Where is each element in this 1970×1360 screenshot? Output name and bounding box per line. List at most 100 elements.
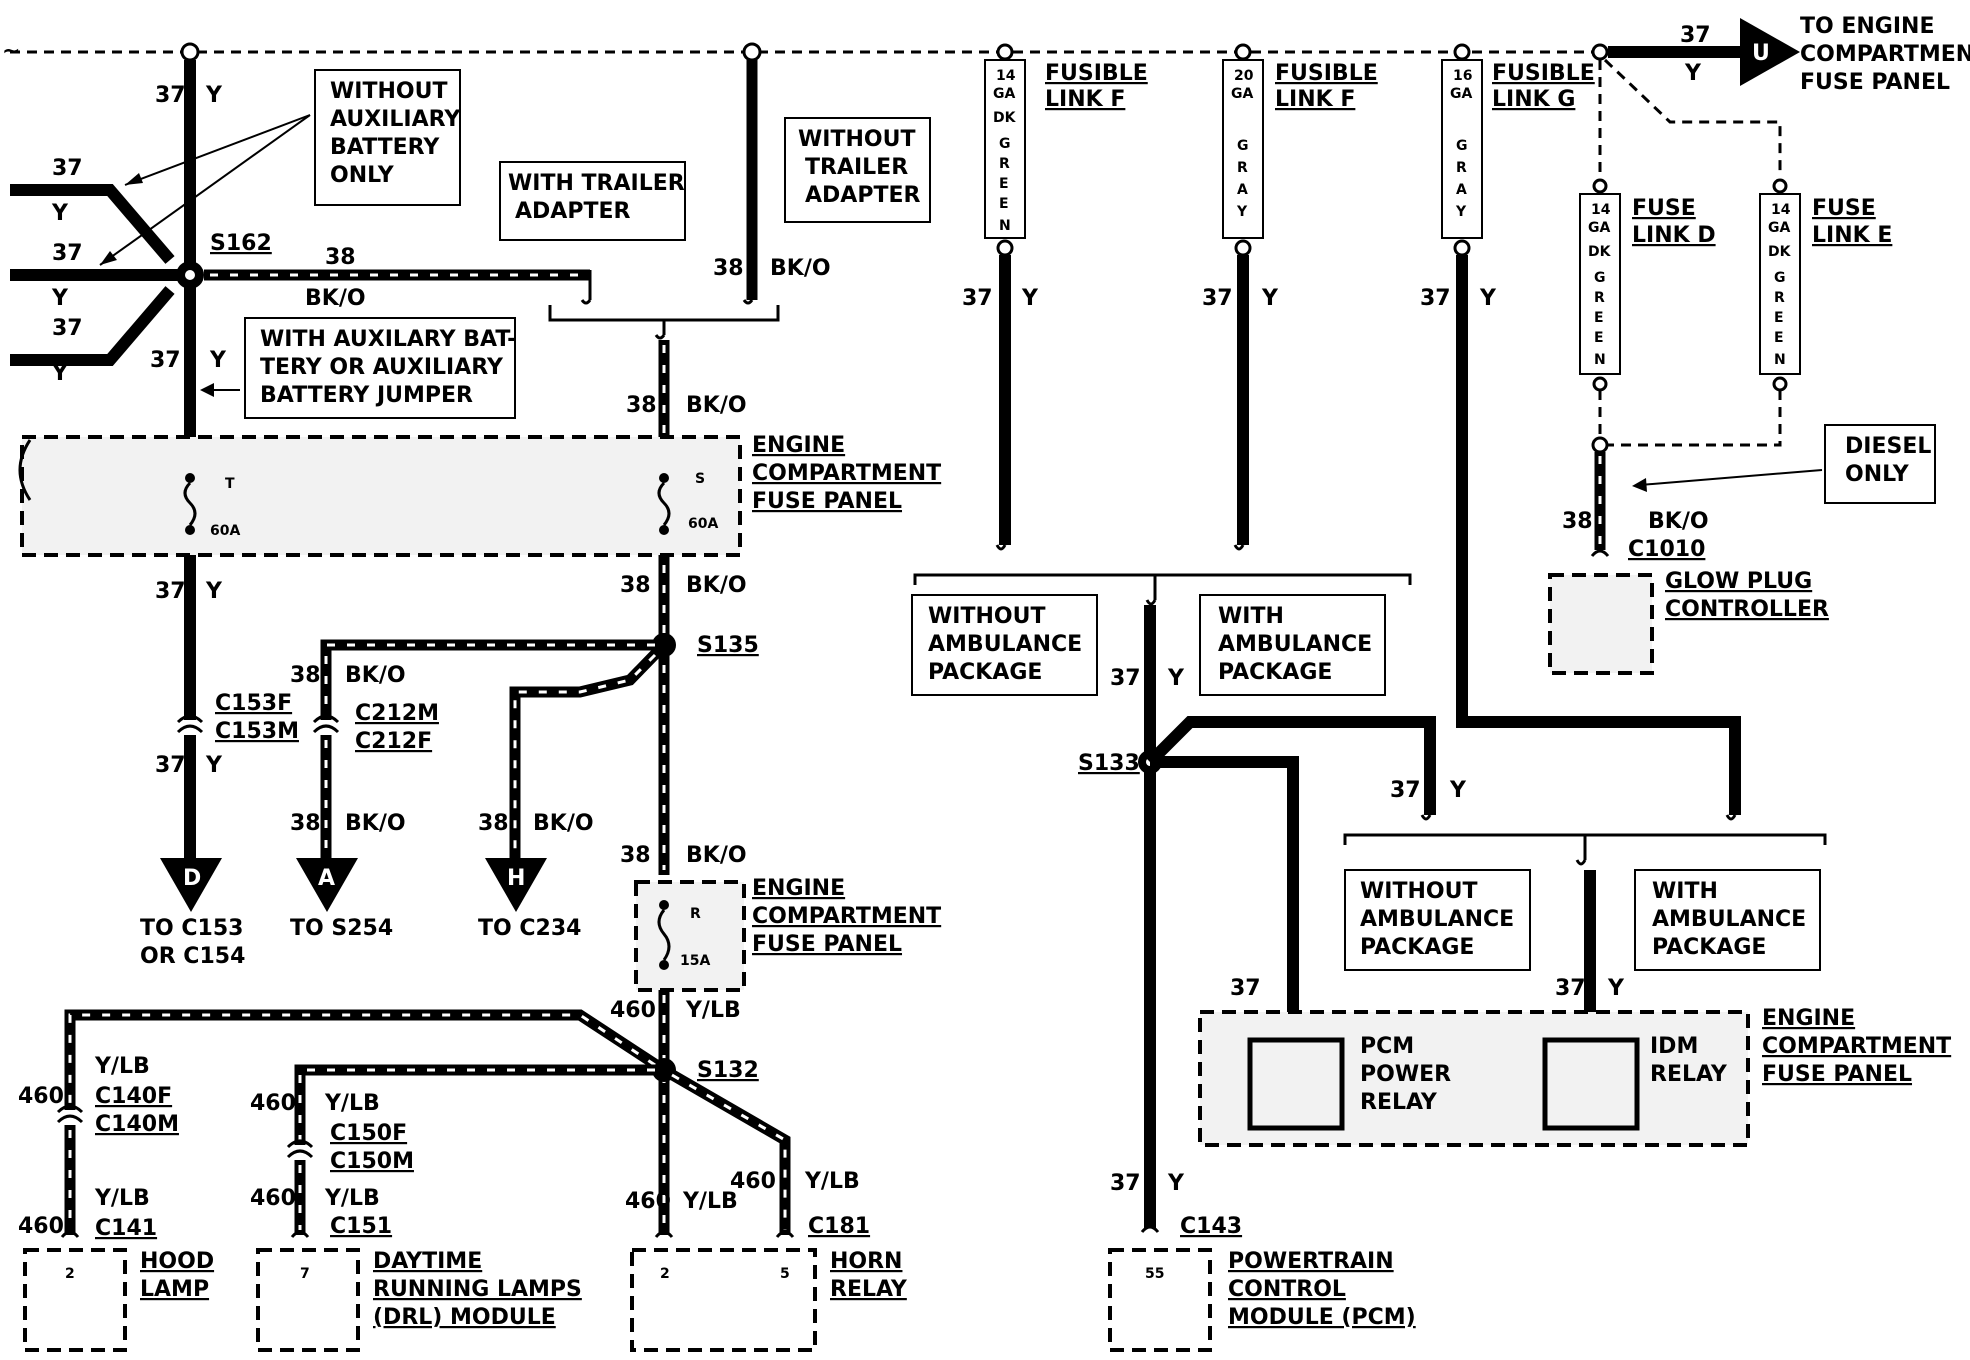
note-text: AMBULANCE — [1360, 907, 1514, 932]
connector-c140 — [56, 1104, 84, 1124]
dest-label: TO C234 — [478, 916, 581, 941]
wire-end — [995, 544, 1007, 551]
wire-number: 38 — [290, 663, 321, 688]
pin-number: 2 — [660, 1266, 670, 1282]
splice-s162-label: S162 — [210, 231, 272, 256]
connector-c140-label: C140M — [95, 1112, 179, 1137]
wire-number: 37 — [1110, 1171, 1141, 1196]
arrow-u — [1740, 18, 1800, 86]
link-color: N — [1594, 352, 1606, 368]
hood-lamp-box — [23, 1248, 127, 1352]
wire-number: 37 — [1110, 666, 1141, 691]
wire-number: 460 — [18, 1084, 64, 1109]
wire-number: 460 — [730, 1169, 776, 1194]
pcm-power-relay — [1247, 1037, 1345, 1131]
ambulance-bracket-1 — [913, 573, 1412, 600]
arrow-a-label: A — [318, 866, 335, 891]
diesel-dash — [1603, 58, 1782, 175]
wire-color: Y/LB — [324, 1091, 380, 1116]
option-bracket — [548, 305, 780, 335]
wire-color: BK/O — [686, 393, 747, 418]
note-text: WITHOUT — [798, 127, 915, 152]
wire-number: 37 — [155, 753, 186, 778]
wire-color: BK/O — [770, 256, 831, 281]
fuse-link-label: LINK E — [1812, 223, 1892, 248]
pointer-line — [1639, 469, 1823, 486]
wire-number: 37 — [1202, 286, 1233, 311]
wire-end — [1233, 544, 1245, 551]
pin-number: 7 — [300, 1266, 310, 1282]
component-label: DAYTIME — [373, 1249, 482, 1274]
pointer-head — [1632, 478, 1647, 492]
wire-number: 37 — [150, 348, 181, 373]
splice-s162-center — [185, 270, 195, 280]
relay-label: PCM — [1360, 1034, 1414, 1059]
wire-stripe — [671, 1073, 787, 1230]
pcm-box — [1108, 1248, 1212, 1352]
note-text: WITH AUXILARY BAT- — [260, 327, 516, 352]
wire-end — [1590, 549, 1610, 557]
wire-end — [1420, 814, 1432, 821]
connector-c140-label: C140F — [95, 1084, 172, 1109]
component-label: RELAY — [830, 1277, 908, 1302]
wire-number: 37 — [155, 579, 186, 604]
component-label: GLOW PLUG — [1665, 569, 1812, 594]
wire-color: Y — [1021, 286, 1039, 311]
arrow-u-label: U — [1752, 41, 1770, 66]
wire-number: 37 — [1680, 23, 1711, 48]
fuse-panel-label: FUSE PANEL — [752, 489, 902, 514]
fusible-link-label: FUSIBLE — [1492, 61, 1595, 86]
wire-color: BK/O — [533, 811, 594, 836]
note-without-trailer-adapter — [784, 117, 931, 223]
note-text: AMBULANCE — [928, 632, 1082, 657]
wire-end — [1725, 814, 1737, 821]
wire-color: Y/LB — [685, 998, 741, 1023]
note-with-ambulance-1 — [1199, 594, 1386, 696]
link-color: A — [1456, 182, 1467, 198]
note-text: WITHOUT — [330, 79, 447, 104]
dest-label: OR C154 — [140, 944, 245, 969]
note-text: ADAPTER — [805, 183, 920, 208]
pin-number: 55 — [1145, 1266, 1164, 1282]
wire-color: BK/O — [686, 573, 747, 598]
link-color: E — [1594, 330, 1604, 346]
diesel-dash — [1608, 390, 1782, 447]
fuse-panel-label: ENGINE — [752, 876, 845, 901]
connector-c151-label: C151 — [330, 1214, 392, 1239]
note-with-aux-battery — [244, 317, 516, 419]
link-gauge: 14 — [996, 68, 1016, 84]
fuse-panel-label: FUSE PANEL — [1762, 1062, 1912, 1087]
fuse-terminal — [659, 525, 669, 535]
wire-end — [60, 1230, 80, 1238]
connector-c212-label: C212F — [355, 729, 432, 754]
link-node — [1592, 178, 1608, 194]
wire-end — [1575, 859, 1587, 866]
wire-number: 38 — [290, 811, 321, 836]
wire-color: BK/O — [1648, 509, 1709, 534]
wire-number: 460 — [250, 1091, 296, 1116]
wire-stripe — [298, 1068, 655, 1140]
wire-color: Y — [51, 361, 69, 386]
wire-stripe — [68, 1013, 656, 1105]
connector-c212 — [312, 714, 340, 734]
pin-number: 5 — [780, 1266, 790, 1282]
note-text: WITH — [1652, 879, 1718, 904]
fuse-r-label: R — [690, 906, 701, 922]
link-color: G — [1594, 270, 1606, 286]
fuse-link-label: FUSE — [1812, 196, 1876, 221]
link-color: Y — [1236, 204, 1248, 220]
link-gauge: 20 — [1234, 68, 1254, 84]
link-gauge: 14 — [1771, 202, 1791, 218]
fuse-panel-label: COMPARTMENT — [752, 904, 941, 929]
fusible-link-label: LINK G — [1492, 87, 1575, 112]
link-color: R — [1237, 160, 1248, 176]
link-node — [1772, 178, 1788, 194]
splice-s132-label: S132 — [697, 1058, 759, 1083]
fuse-terminal — [659, 900, 669, 910]
wire-end — [1145, 599, 1157, 606]
dest-label: COMPARTMENT — [1800, 42, 1970, 67]
component-label: MODULE (PCM) — [1228, 1305, 1416, 1330]
wire-number: 37 — [1230, 976, 1261, 1001]
component-label: (DRL) MODULE — [373, 1305, 556, 1330]
relay-label: RELAY — [1650, 1062, 1728, 1087]
